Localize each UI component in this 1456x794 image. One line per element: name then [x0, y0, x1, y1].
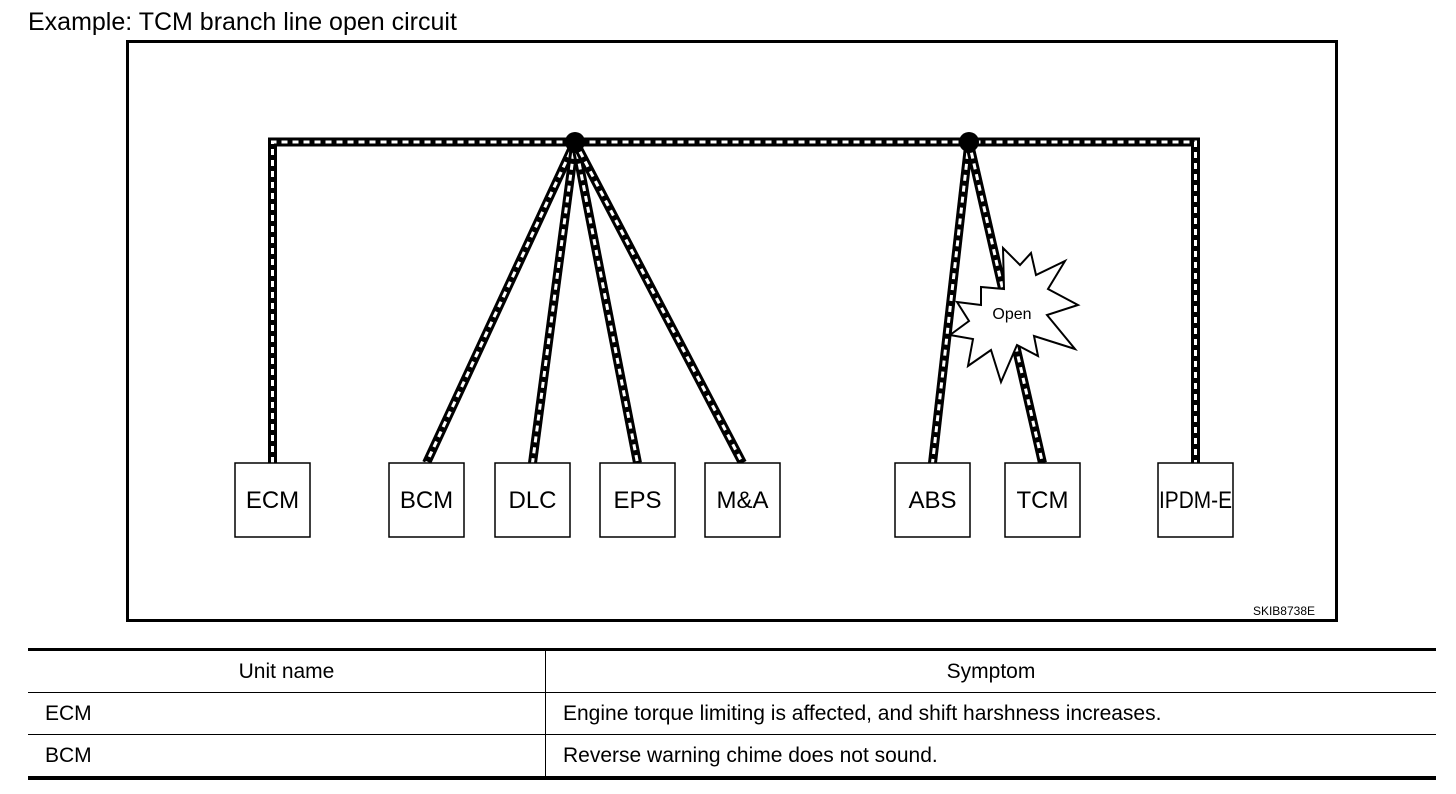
column-header-symptom: Symptom [545, 649, 1436, 693]
symptom-table: Unit name Symptom ECM Engine torque limi… [28, 648, 1436, 780]
table-row: BCM Reverse warning chime does not sound… [28, 734, 1436, 778]
unit-box [704, 462, 781, 538]
page-title: Example: TCM branch line open circuit [28, 8, 457, 36]
unit-name-cell: BCM [28, 734, 546, 778]
unit-box [494, 462, 571, 538]
unit-bcm: BCM [388, 462, 465, 538]
unit-label: ECM [246, 487, 299, 514]
unit-box [388, 462, 465, 538]
splice-point-hub2 [959, 132, 979, 152]
branch-line-ma-dash [573, 141, 744, 464]
open-burst-shape [947, 245, 1081, 385]
branch-line-bcm-dash [425, 141, 577, 464]
unit-box [234, 462, 311, 538]
figure-code: SKIB8738E [1253, 604, 1315, 618]
unit-ma: M&A [704, 462, 781, 538]
unit-boxes: ECM BCM DLC EPS M&A ABS TCM IPDM-E [234, 462, 1234, 538]
can-diagram: ECM BCM DLC EPS M&A ABS TCM IPDM-E Open SKIB873… [126, 40, 1338, 622]
can-bus-lines [268, 132, 1200, 466]
unit-box [599, 462, 676, 538]
unit-label: IPDM-E [1159, 487, 1232, 514]
open-circuit-marker: Open [947, 245, 1081, 385]
unit-box [1157, 462, 1234, 538]
unit-label: EPS [613, 487, 661, 514]
splice-point-hub1 [565, 132, 585, 152]
symptom-cell: Engine torque limiting is affected, and … [545, 692, 1436, 735]
unit-eps: EPS [599, 462, 676, 538]
table-row: ECM Engine torque limiting is affected, … [28, 692, 1436, 735]
can-wiring-diagram: ECM BCM DLC EPS M&A ABS TCM IPDM-E Open SKIB873… [234, 132, 1315, 618]
branch-line-eps-outline [570, 141, 642, 464]
main-bus-line-dash [271, 140, 1197, 463]
unit-label: M&A [716, 487, 768, 514]
unit-label: ABS [908, 487, 956, 514]
unit-name-cell: ECM [28, 692, 546, 735]
unit-label: TCM [1017, 487, 1069, 514]
unit-label: BCM [400, 487, 453, 514]
unit-box [1004, 462, 1081, 538]
unit-tcm: TCM [1004, 462, 1081, 538]
branch-line-abs-dash [931, 141, 971, 464]
table-header-row: Unit name Symptom [28, 649, 1436, 693]
unit-ecm: ECM [234, 462, 311, 538]
unit-box [894, 462, 971, 538]
open-label: Open [992, 306, 1031, 323]
unit-dlc: DLC [494, 462, 571, 538]
unit-abs: ABS [894, 462, 971, 538]
unit-ipdm: IPDM-E [1157, 462, 1234, 538]
branch-line-dlc-dash [531, 141, 577, 464]
column-header-unit-name: Unit name [28, 649, 546, 693]
symptom-cell: Reverse warning chime does not sound. [563, 743, 938, 767]
unit-label: DLC [508, 487, 556, 514]
